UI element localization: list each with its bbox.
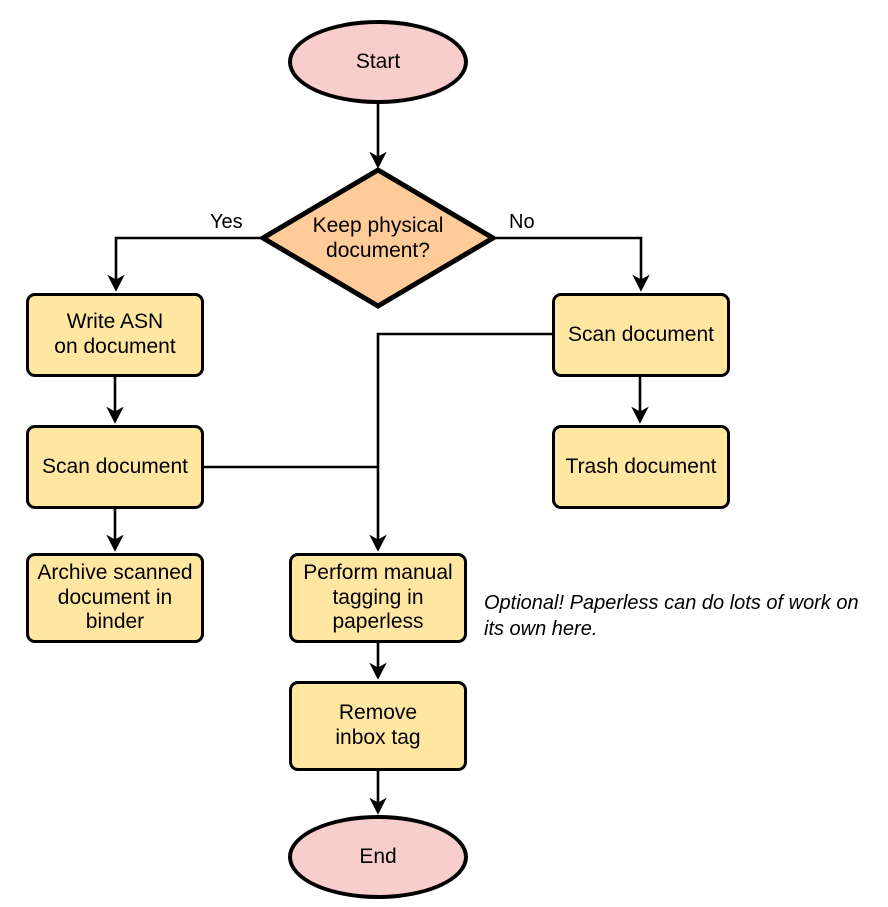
node-decision-label: Keep physical document? bbox=[312, 213, 444, 262]
node-remove-inbox-tag-label: Remove inbox tag bbox=[335, 701, 421, 749]
node-start[interactable]: Start bbox=[288, 20, 468, 104]
node-archive-label: Archive scanned document in binder bbox=[37, 560, 193, 634]
node-decision[interactable]: Keep physical document? bbox=[263, 170, 493, 306]
node-scan-document-right-label: Scan document bbox=[568, 322, 714, 346]
edge-label-no: No bbox=[509, 211, 535, 233]
node-end[interactable]: End bbox=[288, 815, 468, 899]
edge-scan-right-to-tagging bbox=[369, 332, 552, 552]
decision-diamond-shape bbox=[258, 167, 498, 309]
node-trash-document-label: Trash document bbox=[565, 454, 717, 478]
node-remove-inbox-tag[interactable]: Remove inbox tag bbox=[289, 681, 467, 771]
node-scan-document-left-label: Scan document bbox=[42, 454, 188, 478]
node-archive-scanned-document[interactable]: Archive scanned document in binder bbox=[26, 553, 204, 643]
node-perform-manual-tagging[interactable]: Perform manual tagging in paperless bbox=[289, 553, 467, 643]
edge-decision-no-to-scan-right bbox=[493, 236, 650, 292]
node-write-asn-on-document[interactable]: Write ASN on document bbox=[26, 293, 204, 377]
edge-label-yes: Yes bbox=[210, 211, 243, 233]
node-scan-document-right[interactable]: Scan document bbox=[552, 293, 730, 377]
node-scan-document-left[interactable]: Scan document bbox=[26, 425, 204, 509]
node-perform-manual-tagging-label: Perform manual tagging in paperless bbox=[303, 560, 453, 634]
annotation-optional-note: Optional! Paperless can do lots of work … bbox=[484, 592, 859, 640]
node-end-label: End bbox=[359, 844, 397, 868]
node-start-label: Start bbox=[355, 49, 401, 73]
edge-decision-yes-to-write-asn bbox=[107, 236, 263, 292]
node-trash-document[interactable]: Trash document bbox=[552, 425, 730, 509]
node-write-asn-label: Write ASN on document bbox=[54, 310, 176, 358]
